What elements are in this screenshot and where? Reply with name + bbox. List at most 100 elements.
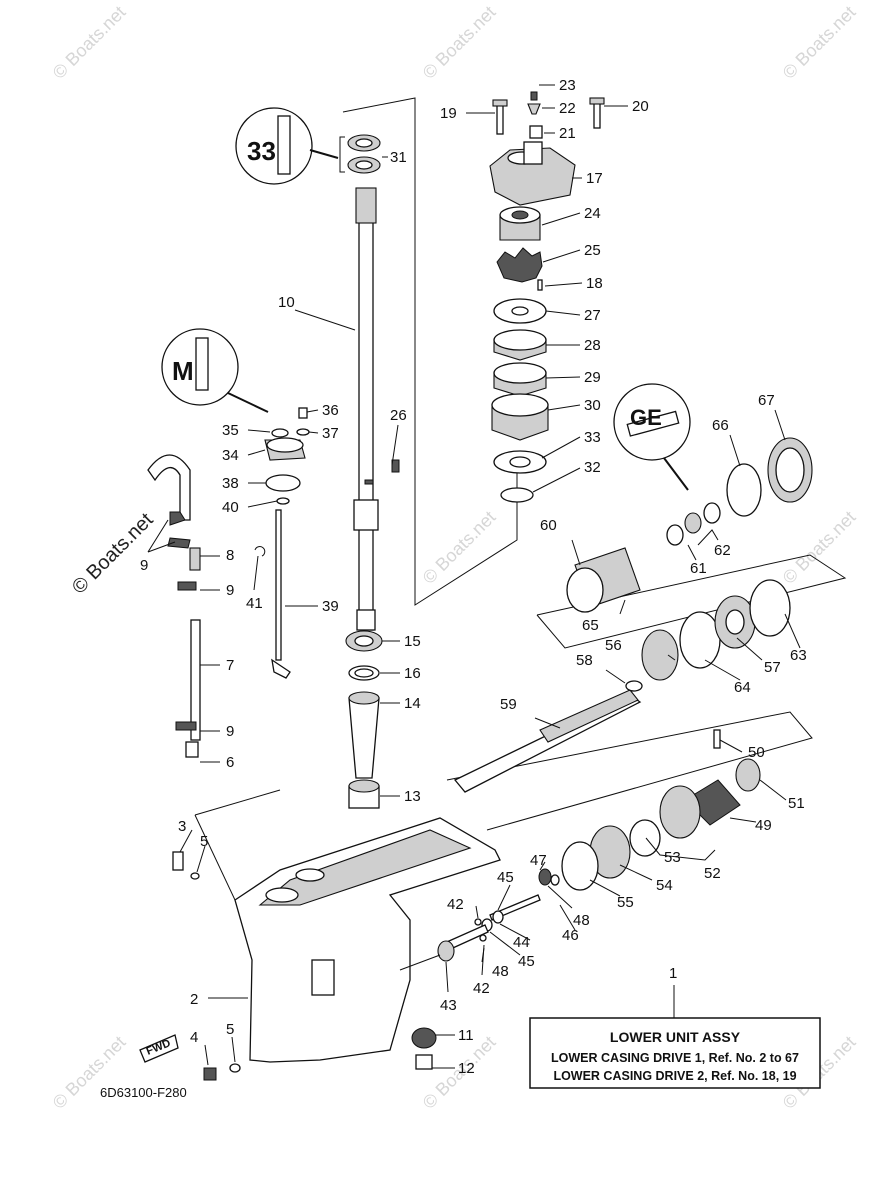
part-label: 56 [605,637,622,654]
svg-text:GE: GE [630,405,662,430]
part-label: 33 [584,429,601,446]
part-label: 67 [758,392,775,409]
part-label: 38 [222,475,239,492]
part-label: 65 [582,617,599,634]
part-label: 18 [586,275,603,292]
part-label: 23 [559,77,576,94]
key-26 [391,459,400,473]
watermark: © Boats.net [779,507,860,588]
sleeve-14 [348,691,380,779]
part-label: 53 [664,849,681,866]
part-label: 19 [440,105,457,122]
part-label: 54 [656,877,673,894]
part-label: 12 [458,1060,475,1077]
part-label: 6 [226,754,234,771]
part-label: 45 [497,869,514,886]
part-label: 61 [690,560,707,577]
part-label: 51 [788,795,805,812]
part-label: 1 [669,965,677,982]
part-label: 24 [584,205,601,222]
part-label: 43 [440,997,457,1014]
part-label: 59 [500,696,517,713]
part-label: 52 [704,865,721,882]
part-label: 30 [584,397,601,414]
part-label: 55 [617,894,634,911]
watermark: © Boats.net [419,2,500,83]
watermark: © Boats.net [49,1032,130,1113]
part-label: 5 [200,833,208,850]
diagram-code: 6D63100-F280 [100,1085,187,1100]
part-label: 41 [246,595,263,612]
callout-circle-right: GE [613,383,691,491]
part-label: 3 [178,818,186,835]
drive-shaft [353,187,379,631]
svg-text:33: 33 [247,136,276,166]
callout-circle-mid: M [161,328,269,413]
part-label: 47 [530,852,547,869]
part-label: 7 [226,657,234,674]
assembly-info-box: LOWER UNIT ASSY LOWER CASING DRIVE 1, Re… [529,1017,821,1089]
part-label: 44 [513,934,530,951]
part-label: 48 [492,963,509,980]
part-label: 64 [734,679,751,696]
part-labels: 1 2 3 4 5 5 6 7 8 9 9 9 9 10 11 12 13 14… [140,77,807,1077]
part-label: 8 [226,547,234,564]
part-label: 22 [559,100,576,117]
part-label: 50 [748,744,765,761]
shift-parts [147,407,310,1081]
assembly-line-1: LOWER CASING DRIVE 1, Ref. No. 2 to 67 [551,1051,799,1065]
gear-parts [399,437,813,1070]
part-label: 31 [390,149,407,166]
part-label: 13 [404,788,421,805]
part-label: 35 [222,422,239,439]
part-label: 15 [404,633,421,650]
part-label: 37 [322,425,339,442]
part-label: 21 [559,125,576,142]
callout-circle-top: 33 [235,107,339,185]
part-label: 26 [390,407,407,424]
group-outlines [194,97,847,901]
watermark: © Boats.net [779,2,860,83]
part-label: 42 [447,896,464,913]
part-label: 16 [404,665,421,682]
part-label: 5 [226,1021,234,1038]
part-label: 14 [404,695,421,712]
watermark-dark: © Boats.net [68,509,158,599]
part-label: 36 [322,402,339,419]
part-label: 58 [576,652,593,669]
part-label: 25 [584,242,601,259]
part-label: 2 [190,991,198,1008]
part-label: 28 [584,337,601,354]
part-label: 42 [473,980,490,997]
part-label: 9 [226,723,234,740]
part-label: 46 [562,927,579,944]
part-label: 60 [540,517,557,534]
assembly-title: LOWER UNIT ASSY [610,1029,741,1045]
part-label: 10 [278,294,295,311]
part-label: 63 [790,647,807,664]
part-label: 34 [222,447,239,464]
part-label: 11 [458,1027,474,1044]
lower-casing: FWD [139,817,501,1063]
part-label: 4 [190,1029,198,1046]
part-label: 32 [584,459,601,476]
part-label: 29 [584,369,601,386]
bearing-13 [348,779,380,809]
part-label: 20 [632,98,649,115]
part-label: 27 [584,307,601,324]
part-label: 40 [222,499,239,516]
part-label: 62 [714,542,731,559]
watermark: © Boats.net [419,507,500,588]
part-label: 57 [764,659,781,676]
bearing-15 [345,630,383,652]
shim-16 [348,665,380,681]
water-pump-parts [489,91,605,503]
leader-lines [147,84,801,1069]
part-label: 39 [322,598,339,615]
svg-text:M: M [172,356,194,386]
part-label: 48 [573,912,590,929]
part-label: 49 [755,817,772,834]
part-label: 45 [518,953,535,970]
watermark: © Boats.net [49,2,130,83]
